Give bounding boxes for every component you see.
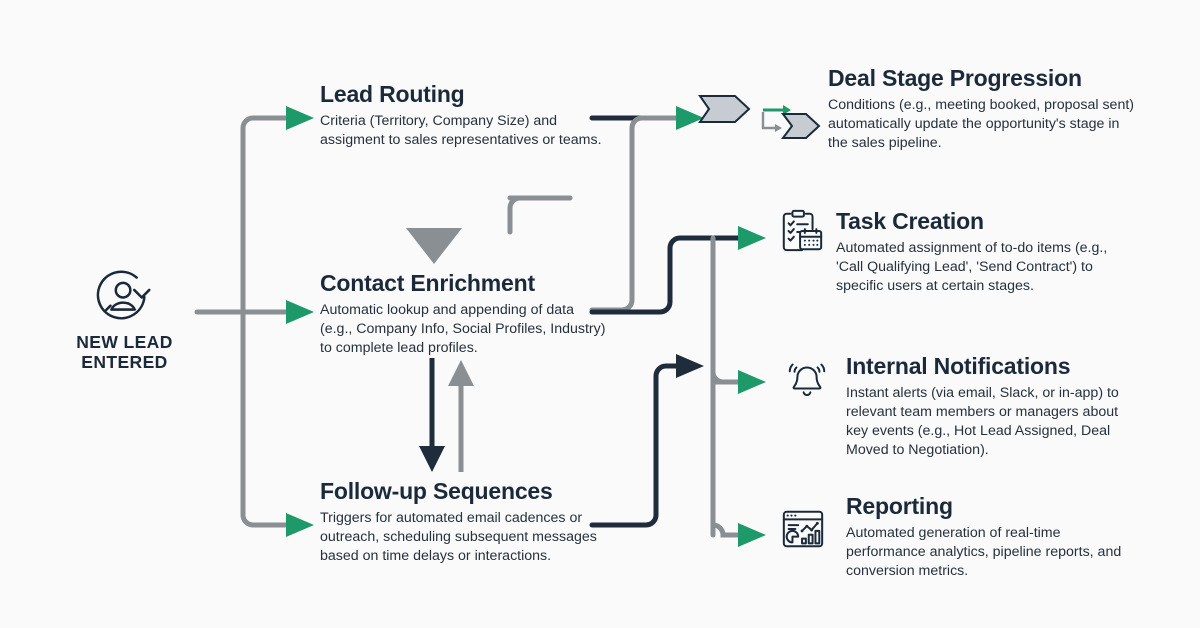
arrowhead-into-reporting [738,523,766,547]
outcome-task-creation[interactable]: Task Creation Automated assignment of to… [836,208,1136,296]
outcome-title: Deal Stage Progression [828,65,1082,91]
stage-description: Criteria (Territory, Company Size) and a… [320,113,602,149]
arrowhead-into-follow-up-sequences [286,513,314,537]
connector-up-arrow-followup-to-enrichment [448,360,474,472]
stage-title: Contact Enrichment [320,270,535,296]
outcome-title: Task Creation [836,208,984,234]
arrowhead-into-contact-enrichment [286,300,314,324]
source-node-label: NEW LEAD ENTERED [76,332,173,372]
connector-enrichment-to-task-creation [589,235,745,315]
stage-title: Lead Routing [320,81,465,107]
stage-follow-up-sequences[interactable]: Follow-up Sequences Triggers for automat… [320,478,610,566]
arrowhead-into-lead-routing [286,106,314,130]
block-arrows-progression-icon [698,95,821,139]
stage-lead-routing[interactable]: Lead Routing Criteria (Territory, Compan… [320,81,610,150]
source-node-new-lead[interactable]: NEW LEAD ENTERED [52,265,197,372]
outcome-reporting[interactable]: Reporting Automated generation of real-t… [846,493,1126,581]
outcome-internal-notifications[interactable]: Internal Notifications Instant alerts (v… [846,353,1126,460]
outcome-title: Internal Notifications [846,353,1071,379]
stage-title: Follow-up Sequences [320,478,553,504]
outcome-description: Automated generation of real-time perfor… [846,525,1122,580]
source-branch-connectors [194,115,288,528]
outcome-description: Instant alerts (via email, Slack, or in-… [846,385,1119,459]
connector-down-arrow-enrichment-to-followup [419,358,445,472]
dashboard-analytics-icon [782,510,824,548]
connector-gray-right-trunk [710,235,745,538]
connector-gray-down-to-contact-enrichment [406,195,573,264]
outcome-title: Reporting [846,493,953,519]
outcome-description: Conditions (e.g., meeting booked, propos… [828,97,1135,152]
bell-ringing-icon [788,363,826,396]
user-refresh-icon [96,270,151,320]
stage-description: Automatic lookup and appending of data (… [320,302,606,357]
stage-description: Triggers for automated email cadences or… [320,510,597,565]
outcome-deal-stage-progression[interactable]: Deal Stage Progression Conditions (e.g.,… [828,65,1143,153]
arrowhead-into-internal-notifications [738,370,766,394]
arrowhead-into-task-creation [738,226,766,250]
outcome-description: Automated assignment of to-do items (e.g… [836,240,1108,295]
clipboard-calendar-icon [782,209,823,252]
stage-contact-enrichment[interactable]: Contact Enrichment Automatic lookup and … [320,270,610,358]
